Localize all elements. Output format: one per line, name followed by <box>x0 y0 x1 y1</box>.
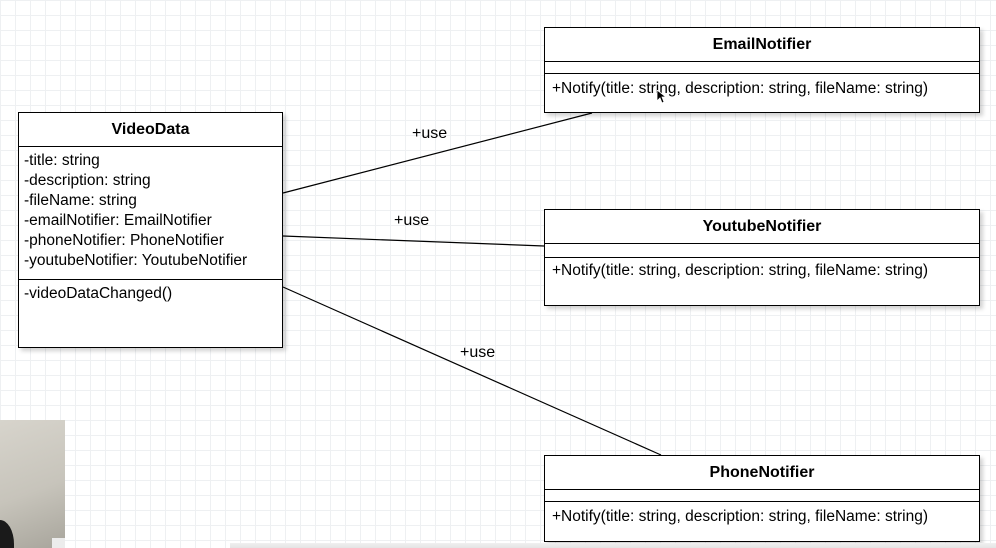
association-label-email: +use <box>412 125 448 142</box>
presenter-silhouette <box>0 520 14 548</box>
class-youtubenotifier-name: YoutubeNotifier <box>545 210 979 244</box>
class-phonenotifier[interactable]: PhoneNotifier +Notify(title: string, des… <box>544 455 980 542</box>
association-label-youtube: +use <box>394 212 430 229</box>
class-emailnotifier-methods: +Notify(title: string, description: stri… <box>545 74 979 99</box>
bottom-scroll-shadow <box>230 543 996 548</box>
webcam-overlay <box>0 420 65 548</box>
association-line-youtube[interactable] <box>282 235 545 247</box>
attribute-row: -youtubeNotifier: YoutubeNotifier <box>24 252 248 269</box>
class-emailnotifier-attributes <box>545 62 979 74</box>
presenter-shirt <box>52 538 65 548</box>
attribute-row: -emailNotifier: EmailNotifier <box>24 212 212 229</box>
mouse-pointer-icon <box>657 90 667 104</box>
attribute-row: -phoneNotifier: PhoneNotifier <box>24 232 224 249</box>
class-phonenotifier-name: PhoneNotifier <box>545 456 979 490</box>
class-youtubenotifier-attributes <box>545 244 979 258</box>
attribute-row: -fileName: string <box>24 192 137 209</box>
class-videodata[interactable]: VideoData -title: string -description: s… <box>18 112 283 348</box>
association-line-email[interactable] <box>282 112 593 194</box>
attribute-row: -title: string <box>24 152 100 169</box>
class-videodata-methods: -videoDataChanged() <box>19 280 282 304</box>
method-row: -videoDataChanged() <box>24 285 173 302</box>
method-row: +Notify(title: string, description: stri… <box>552 80 929 97</box>
class-youtubenotifier[interactable]: YoutubeNotifier +Notify(title: string, d… <box>544 209 980 306</box>
class-emailnotifier-name: EmailNotifier <box>545 28 979 62</box>
class-youtubenotifier-methods: +Notify(title: string, description: stri… <box>545 258 979 281</box>
class-phonenotifier-attributes <box>545 490 979 502</box>
association-label-phone: +use <box>460 344 496 361</box>
class-videodata-attributes: -title: string -description: string -fil… <box>19 147 282 280</box>
attribute-row: -description: string <box>24 172 151 189</box>
method-row: +Notify(title: string, description: stri… <box>552 508 929 525</box>
method-row: +Notify(title: string, description: stri… <box>552 262 929 279</box>
class-videodata-name: VideoData <box>19 113 282 147</box>
association-line-phone[interactable] <box>282 286 662 456</box>
class-emailnotifier[interactable]: EmailNotifier +Notify(title: string, des… <box>544 27 980 113</box>
class-phonenotifier-methods: +Notify(title: string, description: stri… <box>545 502 979 527</box>
